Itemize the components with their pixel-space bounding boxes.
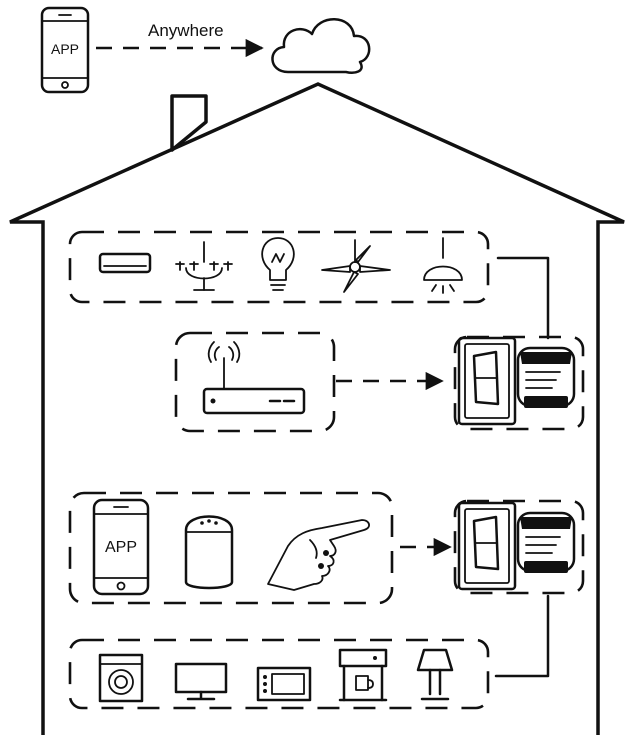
wall-switch-icon-upper bbox=[457, 336, 517, 426]
microwave-icon bbox=[256, 666, 312, 702]
wall-switch-icon-lower bbox=[457, 501, 517, 591]
chandelier-icon bbox=[175, 241, 233, 291]
top-phone-icon: APP bbox=[40, 6, 90, 94]
washing-machine-icon bbox=[98, 653, 144, 703]
smart-switch-module-icon-lower bbox=[516, 511, 576, 573]
wire-top-group bbox=[496, 256, 550, 340]
cloud-icon bbox=[271, 18, 371, 74]
pendant-lamp-icon bbox=[423, 237, 463, 294]
top-phone-label: APP bbox=[51, 41, 79, 57]
switch-group-upper bbox=[453, 335, 585, 431]
light-bulb-icon bbox=[261, 237, 295, 291]
ceiling-fan-icon bbox=[321, 239, 391, 293]
controls-group bbox=[68, 491, 394, 605]
air-conditioner-icon bbox=[98, 252, 152, 274]
smart-speaker-icon bbox=[184, 515, 234, 590]
coffee-machine-icon bbox=[338, 648, 388, 702]
wire-bottom-group bbox=[494, 594, 550, 678]
control-phone-icon: APP bbox=[92, 498, 150, 596]
house-outline bbox=[9, 82, 625, 735]
switch-group-lower bbox=[453, 499, 585, 595]
hand-pointer-icon bbox=[267, 519, 370, 591]
tv-monitor-icon bbox=[174, 662, 228, 701]
smart-switch-module-icon-upper bbox=[516, 346, 576, 408]
appliances-group-top bbox=[68, 230, 490, 304]
table-lamp-icon bbox=[416, 648, 454, 701]
anywhere-label: Anywhere bbox=[148, 21, 224, 40]
wifi-router-icon bbox=[202, 341, 306, 415]
appliances-group-bottom bbox=[68, 638, 490, 710]
router-group bbox=[174, 331, 336, 433]
control-phone-label: APP bbox=[105, 539, 137, 556]
